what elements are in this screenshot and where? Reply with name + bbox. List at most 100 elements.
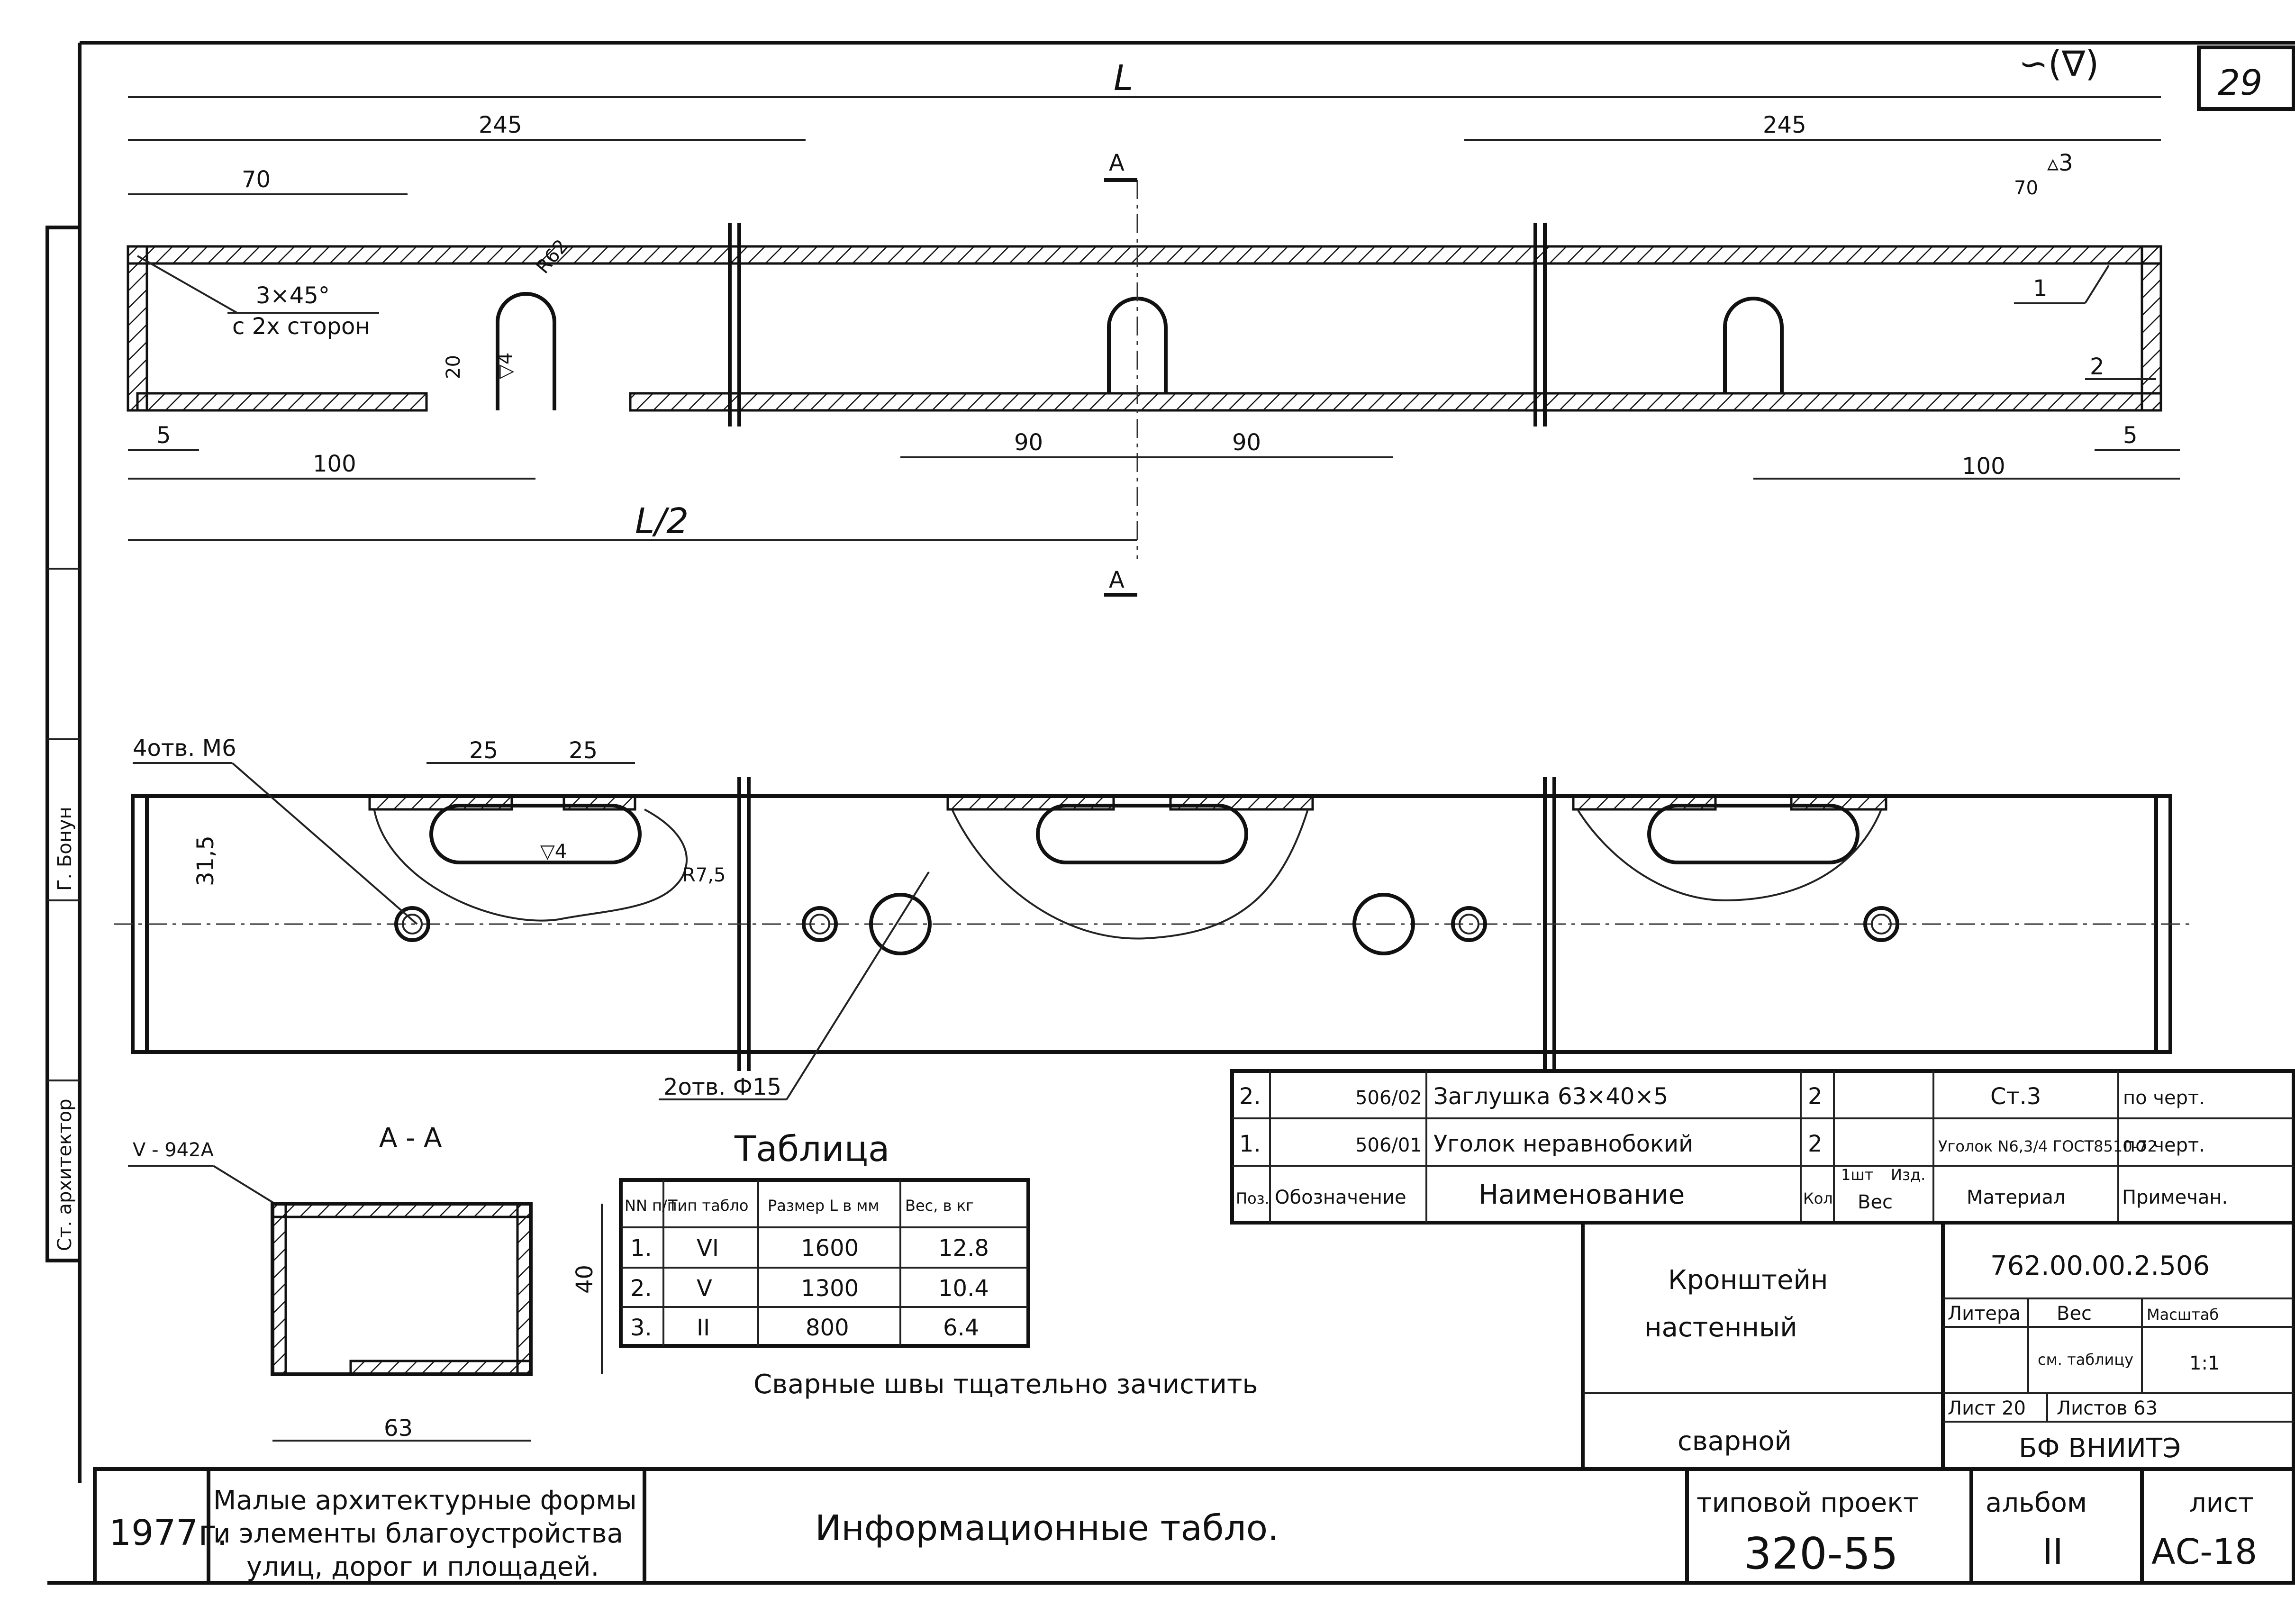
dim-90-right: 90 <box>1232 429 1261 456</box>
td-2-3: 1300 <box>801 1275 859 1302</box>
sheet-number: АС-18 <box>2151 1532 2257 1572</box>
weight-value: см. таблицу <box>2038 1351 2133 1369</box>
td-3-1: 3. <box>630 1315 652 1341</box>
dim-70-left: 70 <box>242 166 271 193</box>
spec-name-2: Заглушка 63×40×5 <box>1433 1083 1668 1110</box>
spec-table: 2. 506/02 Заглушка 63×40×5 2 Ст.3 по чер… <box>1230 1069 2295 1225</box>
holes-15: 2отв. Ф15 <box>663 1074 781 1100</box>
spec-pos-2: 2. <box>1239 1083 1261 1110</box>
dim-25a: 25 <box>469 737 498 764</box>
spec-qty-1: 2 <box>1808 1131 1823 1157</box>
weld-4-front: ▽4 <box>540 841 567 862</box>
dim-half-L: L/2 <box>635 501 689 542</box>
spec-h-note: Примечан. <box>2122 1187 2228 1208</box>
scale-value: 1:1 <box>2189 1352 2220 1374</box>
td-3-2: II <box>697 1315 710 1341</box>
td-2-4: 10.4 <box>938 1275 989 1302</box>
dim-70-right: 70 <box>2014 177 2038 199</box>
spec-h-wunit: 1шт <box>1841 1166 1873 1184</box>
spec-h-name: Наименование <box>1479 1179 1685 1210</box>
spec-code-2: 506/02 <box>1355 1087 1422 1109</box>
scale-label: Масштаб <box>2147 1306 2219 1324</box>
spec-h-code: Обозначение <box>1275 1187 1406 1208</box>
spec-h-material: Материал <box>1967 1187 2065 1208</box>
dim-63: 63 <box>384 1415 413 1442</box>
sheet-label: Лист 20 <box>1948 1397 2026 1419</box>
weld-note: Сварные швы тщательно зачистить <box>753 1369 1258 1400</box>
th-weight: Вес, в кг <box>905 1197 974 1215</box>
series-2: и элементы благоустройства <box>213 1518 623 1549</box>
sheets-label: Листов 63 <box>2057 1397 2158 1419</box>
side-strip: Ст. архитектор Г. Бонун <box>45 226 82 1262</box>
sheet-label-bottom: лист <box>2189 1488 2254 1518</box>
chamfer: 3×45° <box>256 282 330 309</box>
td-1-4: 12.8 <box>938 1235 989 1261</box>
title-block: Кронштейн настенный сварной 762.00.00.2.… <box>1581 1221 2295 1471</box>
front-view: 4отв. M6 2отв. Ф15 25 25 31,5 R7,5 ▽4 <box>114 735 2189 1100</box>
dim-5-right: 5 <box>2123 422 2138 449</box>
section-title: А - А <box>379 1123 442 1153</box>
dim-40: 40 <box>571 1265 598 1294</box>
dim-L: L <box>1114 58 1133 99</box>
dim-20: 20 <box>443 355 464 379</box>
weld-4-plan: ▽4 <box>495 353 517 379</box>
td-1-3: 1600 <box>801 1235 859 1261</box>
dim-5-left: 5 <box>156 422 171 449</box>
spec-note-2: по черт. <box>2123 1087 2205 1109</box>
part-name-2: настенный <box>1644 1312 1797 1343</box>
album-number: II <box>2042 1532 2063 1572</box>
plan-view: L 245 245 70 70 ▵3 A A 3×45° с 2х сторон… <box>127 58 2180 597</box>
side-role: Ст. архитектор <box>54 1099 76 1251</box>
series-1: Малые архитектурные формы <box>213 1485 637 1516</box>
sheet-frame: 29 ∽(∇) <box>47 41 2295 1585</box>
spec-code-1: 506/01 <box>1355 1134 1422 1156</box>
holes-m6: 4отв. M6 <box>133 735 236 762</box>
section-view: А - А V - 942A 40 63 <box>128 1123 603 1442</box>
dim-100-right: 100 <box>1962 453 2005 480</box>
spec-name-1: Уголок неравнобокий <box>1433 1131 1693 1157</box>
corner-number: 29 <box>2218 63 2262 103</box>
dim-25b: 25 <box>569 737 598 764</box>
dim-90-left: 90 <box>1014 429 1043 456</box>
part-name-1: Кронштейн <box>1668 1265 1828 1296</box>
pos-2: 2 <box>2090 354 2105 380</box>
radius-7-5: R7,5 <box>682 864 726 886</box>
part-type: сварной <box>1678 1426 1792 1457</box>
spec-note-1: по черт. <box>2123 1134 2205 1156</box>
dim-245-left: 245 <box>479 112 522 138</box>
roughness-mark: ∽(∇) <box>2019 44 2099 84</box>
series-3: улиц, дорог и площадей. <box>246 1551 599 1582</box>
year: 1977г. <box>109 1513 228 1553</box>
spec-h-weight: Вес <box>1858 1191 1893 1213</box>
dim-31-5: 31,5 <box>192 835 219 886</box>
td-2-1: 2. <box>630 1275 652 1302</box>
td-3-3: 800 <box>806 1315 849 1341</box>
section-mark-top: A <box>1109 150 1125 176</box>
dim-100-left: 100 <box>313 451 356 477</box>
weight-label: Вес <box>2057 1303 2092 1325</box>
spec-pos-1: 1. <box>1239 1131 1261 1157</box>
spec-h-wunit2: Изд. <box>1891 1166 1925 1184</box>
spec-mat-2: Ст.3 <box>1990 1083 2041 1110</box>
spec-h-pos: Поз. <box>1236 1189 1270 1207</box>
th-num: NN п/п <box>625 1197 677 1215</box>
litera-label: Литера <box>1948 1303 2021 1325</box>
side-name: Г. Бонун <box>54 807 76 891</box>
table-title: Таблица <box>734 1129 889 1170</box>
type-table: Таблица NN п/п Тип табло Размер L в мм В… <box>619 1129 1030 1348</box>
spec-mat-1: Уголок N6,3/4 ГОСТ8510-72 <box>1938 1137 2157 1155</box>
th-size: Размер L в мм <box>768 1197 880 1215</box>
weld-3: ▵3 <box>2047 150 2073 176</box>
chamfer-note: с 2х сторон <box>232 313 370 340</box>
section-weld-ref: V - 942A <box>133 1139 214 1161</box>
org: БФ ВНИИТЭ <box>2019 1433 2181 1464</box>
td-2-2: V <box>697 1275 712 1302</box>
project-label: типовой проект <box>1696 1488 1919 1518</box>
td-3-4: 6.4 <box>943 1315 979 1341</box>
spec-h-qty: Кол <box>1803 1189 1833 1207</box>
section-mark-bottom: A <box>1109 567 1125 593</box>
doc-number: 762.00.00.2.506 <box>1990 1251 2210 1281</box>
td-1-2: VI <box>697 1235 719 1261</box>
dim-245-right: 245 <box>1763 112 1806 138</box>
